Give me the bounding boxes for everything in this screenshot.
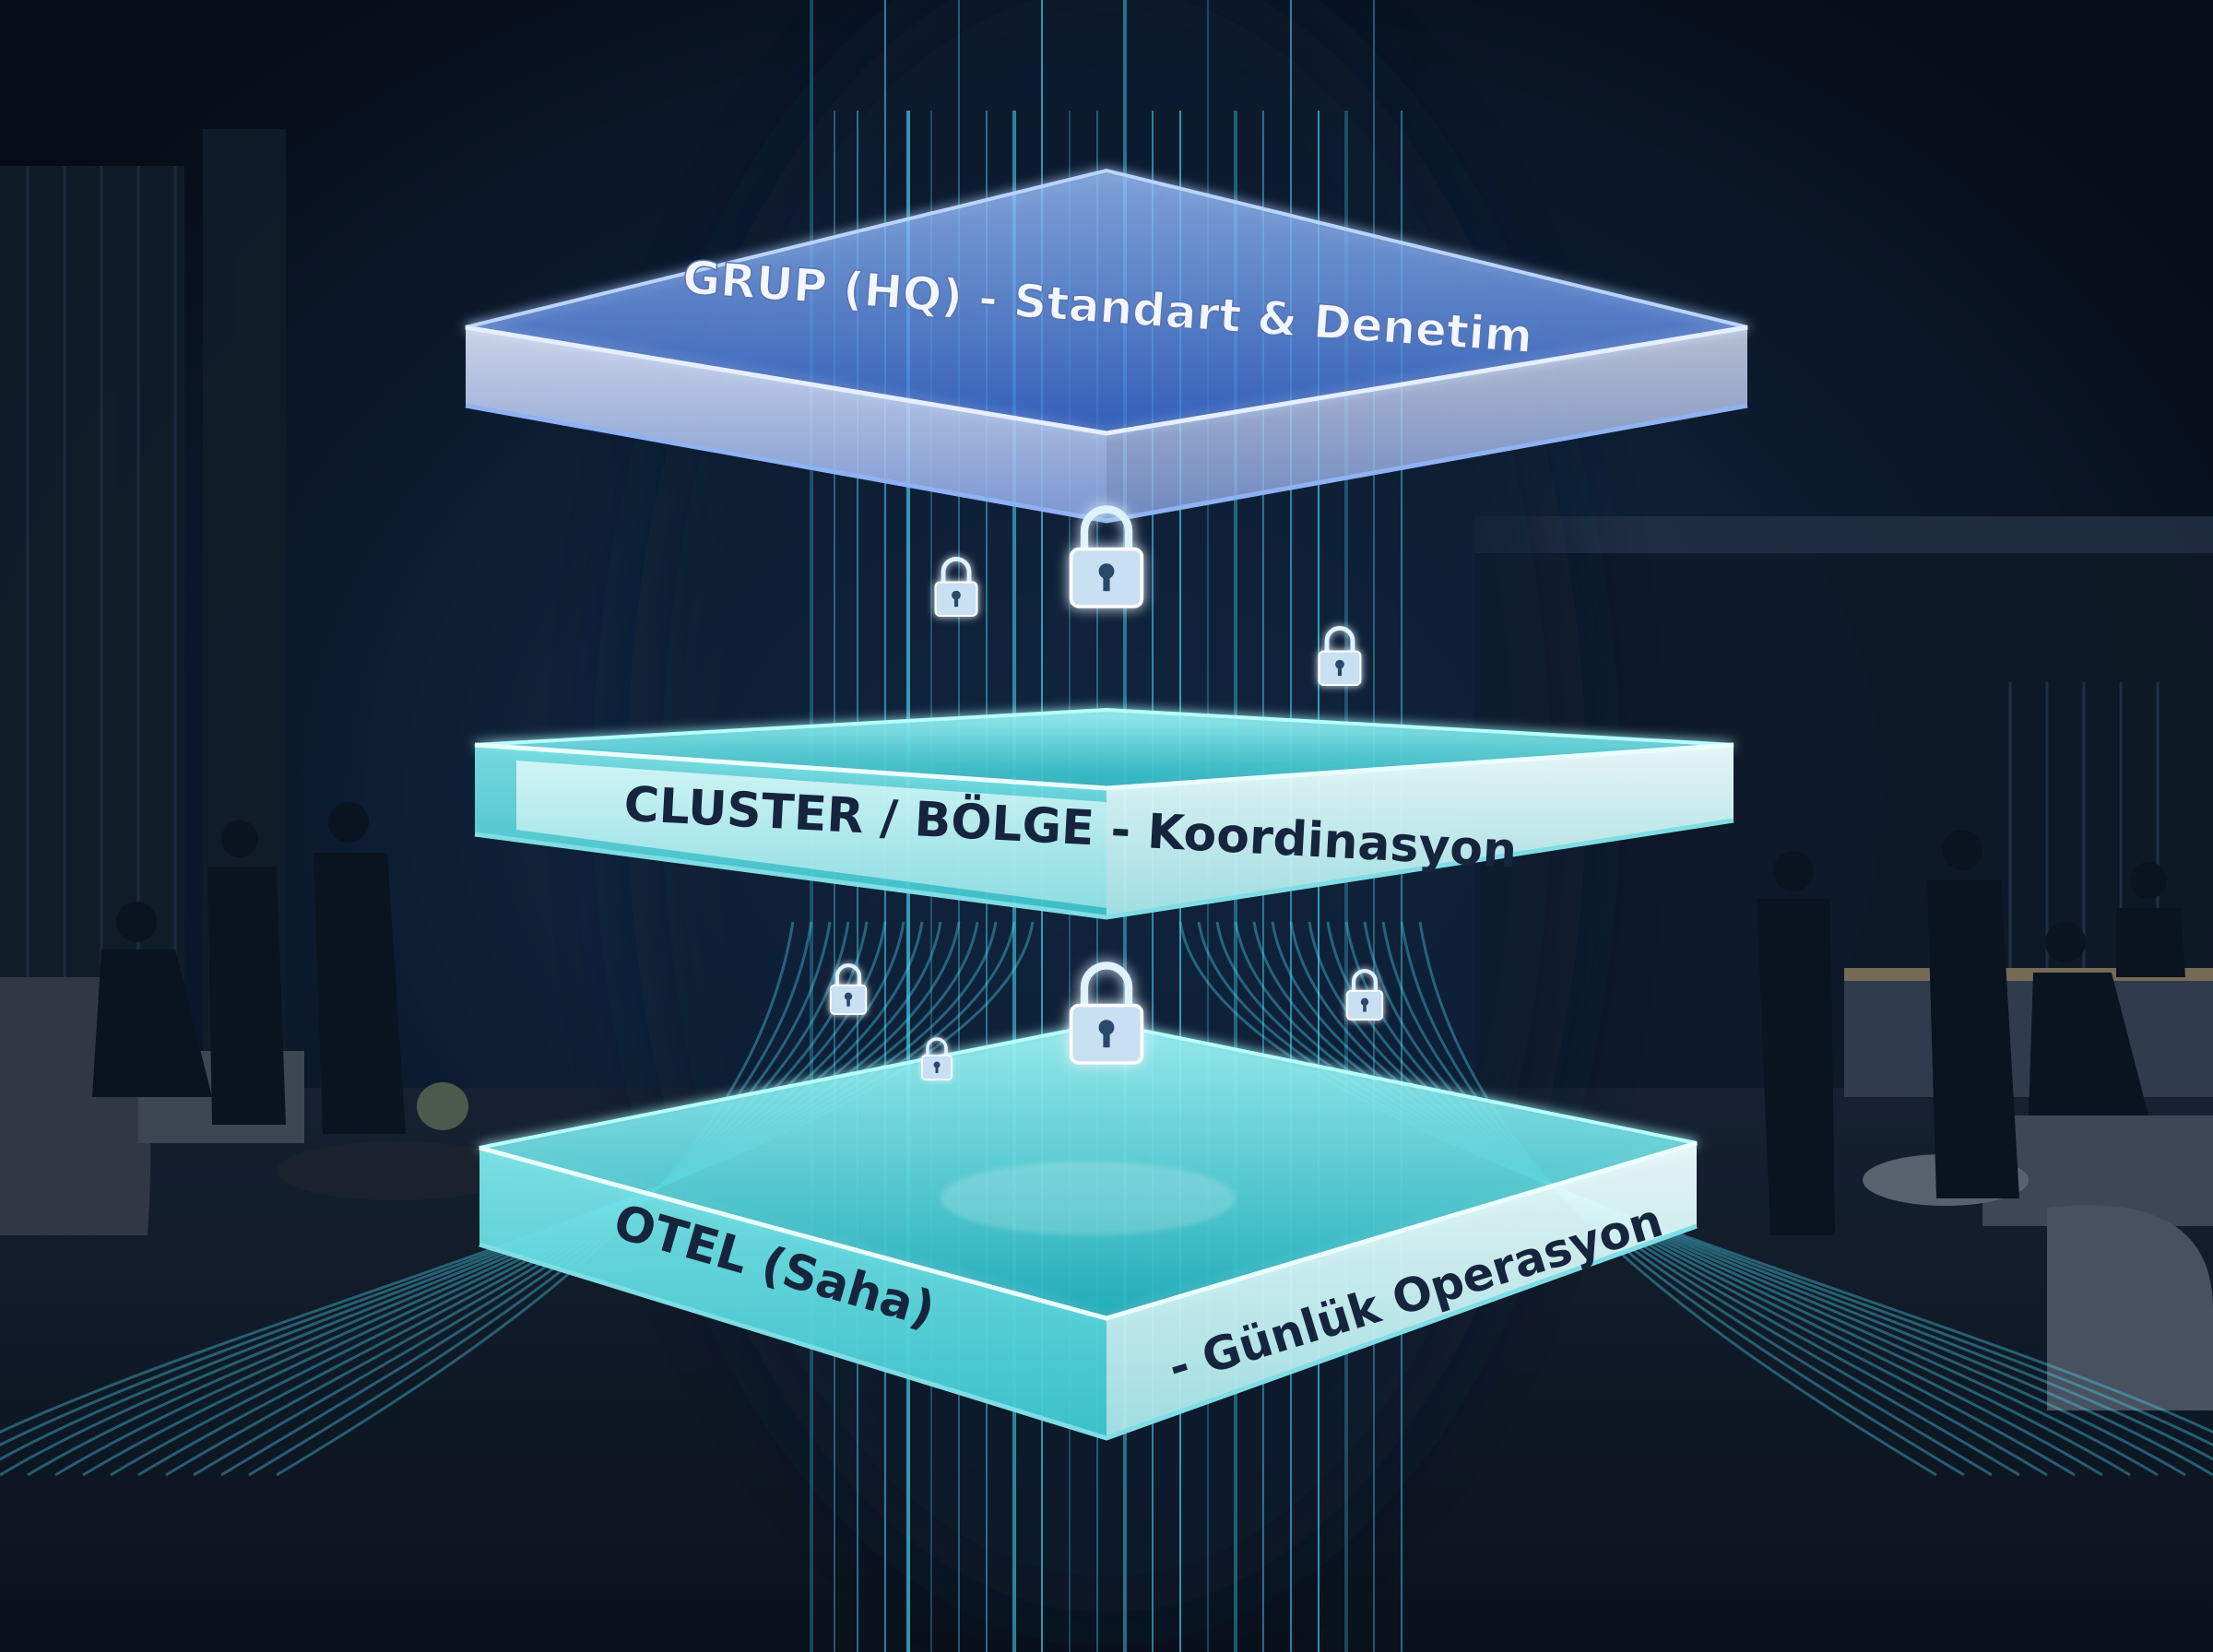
tier-cluster-platform: CLUSTER / BÖLGE - Koordinasyon	[474, 707, 1734, 920]
lock-icons	[829, 505, 1384, 1080]
people-silhouettes	[92, 802, 2185, 1235]
lock-icon	[1069, 505, 1144, 608]
lock-icon	[829, 963, 868, 1015]
lock-icon	[1345, 969, 1384, 1021]
lock-icon	[921, 1037, 953, 1080]
lock-icon	[1318, 626, 1362, 687]
lock-icon	[934, 557, 978, 618]
lock-icon	[1069, 962, 1144, 1065]
tier-group-platform: GRUP (HQ) - Standart & Denetim	[465, 168, 1748, 524]
